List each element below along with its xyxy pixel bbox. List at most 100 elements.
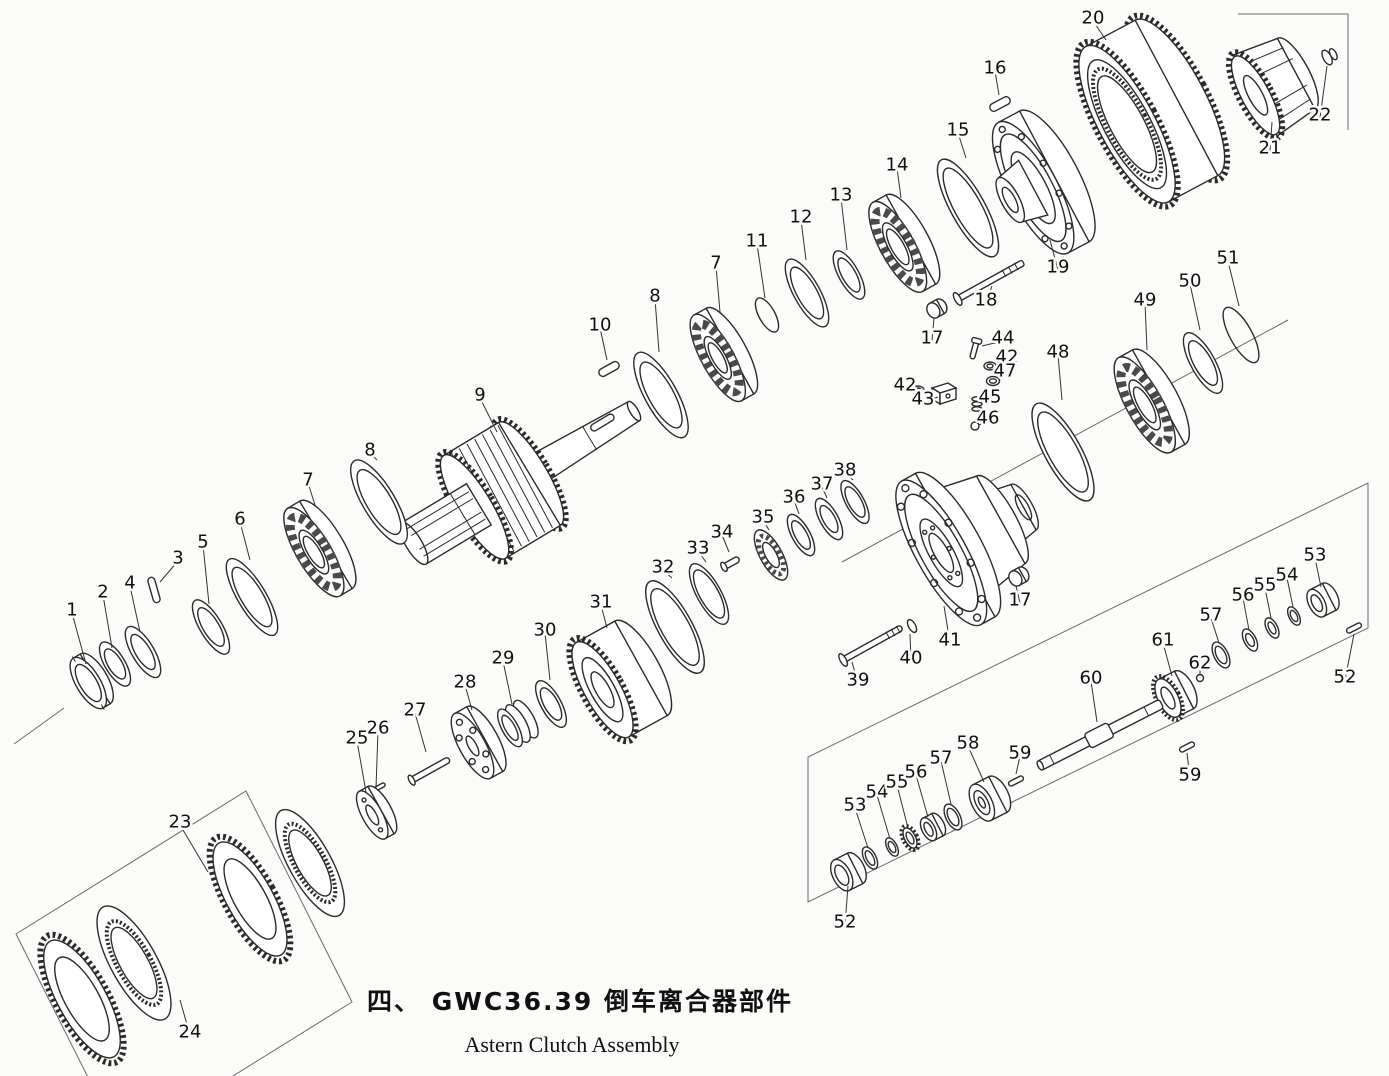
part-label-20-18: 20 — [1082, 8, 1105, 29]
part-label-2-1: 2 — [97, 582, 108, 603]
part-label-54-70: 54 — [1276, 565, 1299, 586]
part-label-45-29: 45 — [979, 387, 1002, 408]
part-label-52-55: 52 — [834, 912, 857, 933]
leader-line-40-50 — [909, 633, 912, 662]
frame-clutch-plates — [15, 790, 353, 1076]
leader-line-48-31 — [1057, 354, 1063, 401]
part-57-ring-a — [1211, 641, 1231, 669]
part-8-ring-a — [350, 459, 408, 545]
part-label-55-58: 55 — [886, 772, 909, 793]
part-57-ring-b — [943, 803, 963, 831]
leader-line-26-47 — [375, 730, 379, 789]
part-30-ring — [534, 680, 568, 728]
leader-line-7-11 — [715, 265, 721, 313]
part-label-42-27: 42 — [894, 375, 917, 396]
part-49-bearing — [1113, 348, 1190, 454]
leader-line-45-29 — [982, 399, 991, 404]
part-7-bearing-a — [283, 499, 357, 598]
leader-line-57-60 — [940, 760, 952, 805]
part-38-ring — [840, 479, 870, 525]
leader-line-47-26 — [999, 373, 1006, 380]
leader-line-60-64 — [1090, 680, 1098, 723]
leader-line-10-9 — [599, 327, 608, 361]
part-label-34-39: 34 — [711, 522, 734, 543]
part-label-17-23: 17 — [921, 328, 944, 349]
part-label-33-40: 33 — [687, 538, 710, 559]
part-58-piston — [968, 775, 1012, 822]
leader-line-7-6 — [307, 482, 316, 506]
part-22-plug — [1321, 48, 1338, 66]
part-14-bearing — [868, 193, 941, 293]
part-62-ball — [1195, 673, 1205, 683]
leader-line-35-38 — [762, 519, 770, 531]
figure-title-en: Astern Clutch Assembly — [464, 1032, 680, 1057]
part-53-ring-b — [861, 846, 879, 870]
part-label-56-59: 56 — [905, 762, 928, 783]
leader-line-18-22 — [985, 285, 993, 304]
part-54-washer-b — [884, 837, 900, 857]
leader-line-25-48 — [356, 740, 367, 793]
part-25-26-plate — [355, 782, 398, 840]
part-label-48-31: 48 — [1047, 342, 1070, 363]
part-48-ring — [1031, 402, 1095, 502]
part-19-hub-flange — [991, 109, 1096, 255]
part-32-ring — [645, 580, 705, 674]
leader-line-57-67 — [1210, 617, 1220, 644]
part-20-ring-gear — [1073, 12, 1231, 210]
part-17-nut-a — [926, 298, 948, 319]
leader-line-39-49 — [851, 661, 859, 684]
part-label-59-62: 59 — [1009, 743, 1032, 764]
part-13-ring — [832, 250, 866, 300]
leader-line-49-32 — [1144, 302, 1148, 351]
part-15-ring — [936, 158, 1000, 258]
part-label-7-11: 7 — [710, 253, 721, 274]
part-27-pin — [407, 757, 451, 786]
part-label-28-45: 28 — [454, 672, 477, 693]
part-label-25-48: 25 — [346, 728, 369, 749]
part-label-21-20: 21 — [1259, 138, 1282, 159]
part-label-13-14: 13 — [830, 185, 853, 206]
part-41-housing — [895, 471, 1040, 627]
part-11-circlip — [754, 297, 780, 333]
part-6-ring — [225, 557, 279, 637]
leader-line-21-20 — [1269, 121, 1273, 152]
figure-title-zh: 四、 GWC36.39 倒车离合器部件 — [367, 987, 793, 1016]
part-29-ring-stack — [496, 699, 539, 748]
part-label-10-9: 10 — [589, 315, 612, 336]
part-label-59-63: 59 — [1179, 765, 1202, 786]
leader-line-59-63 — [1186, 752, 1191, 779]
leader-line-55-69 — [1264, 587, 1272, 619]
leader-line-41-51 — [943, 605, 951, 644]
leader-line-2-1 — [102, 594, 113, 649]
part-label-17-52: 17 — [1009, 590, 1032, 611]
part-43-valve-block — [930, 382, 958, 406]
part-1-locknut — [69, 652, 114, 710]
part-7-bearing-b — [689, 306, 759, 403]
leader-line-24-54 — [179, 999, 191, 1036]
part-label-58-61: 58 — [957, 733, 980, 754]
part-2-washer — [98, 641, 132, 687]
leader-line-42-25 — [996, 359, 1008, 365]
part-52-pin-a — [1345, 622, 1363, 634]
part-label-49-32: 49 — [1134, 290, 1157, 311]
part-label-27-46: 27 — [404, 700, 427, 721]
part-55-washer-a — [1264, 617, 1280, 639]
part-label-35-38: 35 — [752, 507, 775, 528]
leader-line-55-58 — [896, 784, 909, 829]
part-23-plate-toothed-b — [206, 833, 294, 965]
part-label-24-54: 24 — [179, 1022, 202, 1043]
part-label-53-71: 53 — [1304, 545, 1327, 566]
leader-line-17-23 — [931, 317, 935, 342]
part-label-42-25: 42 — [996, 347, 1019, 368]
part-label-54-57: 54 — [866, 782, 889, 803]
part-56-nut-b — [919, 812, 947, 842]
leader-line-44-24 — [981, 340, 1004, 347]
part-label-26-47: 26 — [367, 718, 390, 739]
leader-line-53-71 — [1314, 557, 1322, 588]
part-50-ring — [1182, 331, 1224, 395]
leader-line-33-40 — [697, 550, 707, 563]
leader-line-16-17 — [994, 70, 1000, 96]
part-label-43-28: 43 — [912, 389, 935, 410]
